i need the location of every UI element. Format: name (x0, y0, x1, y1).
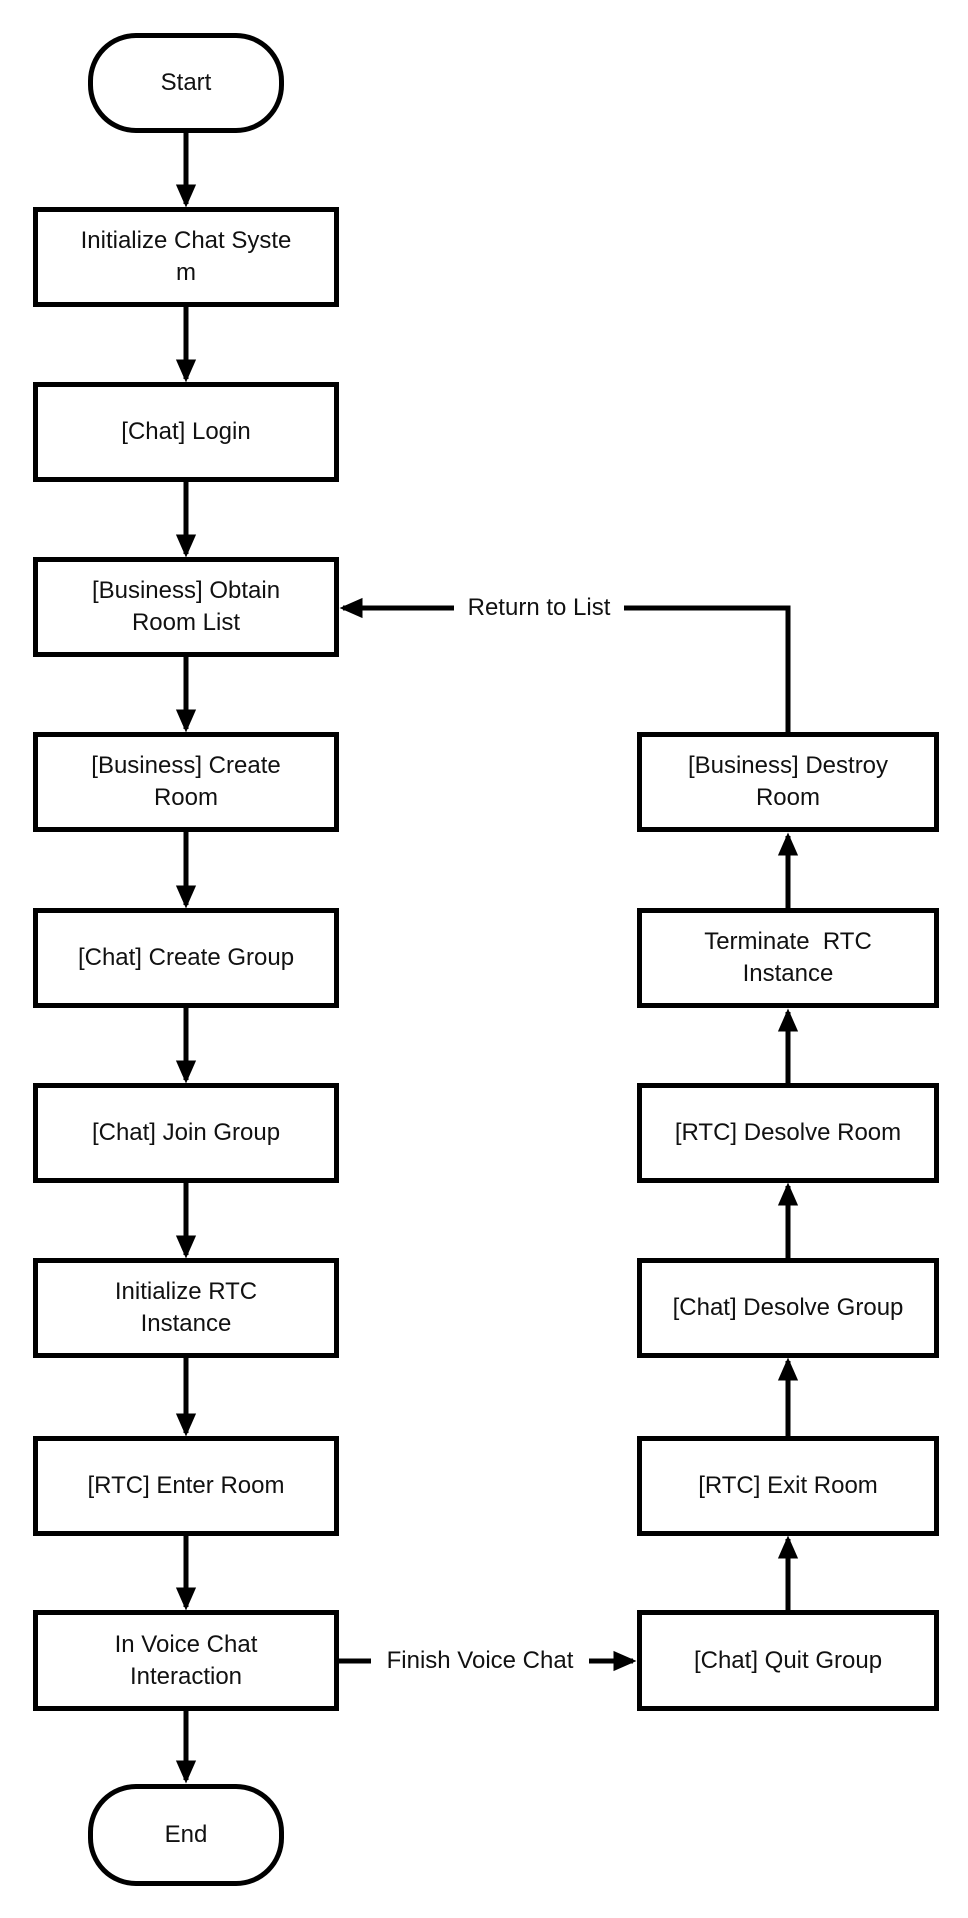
node-start-label: Start (160, 69, 212, 97)
node-chat-login-label: [Chat] Login (121, 418, 251, 446)
node-chat-desolve-group-label: [Chat] Desolve Group (672, 1294, 904, 1322)
node-terminate-rtc-instance: Terminate RTC Instance (637, 908, 939, 1008)
node-rtc-exit-room-label: [RTC] Exit Room (698, 1472, 878, 1500)
node-rtc-desolve-room: [RTC] Desolve Room (637, 1083, 939, 1183)
node-end: End (88, 1784, 284, 1886)
edge-label-return-to-list: Return to List (454, 593, 624, 623)
node-business-destroy-room-label: [Business] Destroy Room (687, 752, 889, 811)
node-initialize-rtc-instance-label: Initialize RTC Instance (114, 1278, 258, 1337)
node-start: Start (88, 33, 284, 133)
node-in-voice-chat-interaction-label: In Voice Chat Interaction (114, 1630, 258, 1690)
node-initialize-rtc-instance: Initialize RTC Instance (33, 1258, 339, 1358)
node-rtc-enter-room-label: [RTC] Enter Room (87, 1472, 285, 1500)
node-end-label: End (164, 1821, 208, 1849)
node-chat-quit-group-label: [Chat] Quit Group (693, 1646, 883, 1674)
node-in-voice-chat-interaction: In Voice Chat Interaction (33, 1610, 339, 1711)
node-rtc-enter-room: [RTC] Enter Room (33, 1436, 339, 1536)
node-initialize-chat-system: Initialize Chat Syste m (33, 207, 339, 307)
edge-label-finish-voice-chat: Finish Voice Chat (371, 1646, 589, 1676)
node-terminate-rtc-instance-label: Terminate RTC Instance (704, 928, 872, 987)
node-business-obtain-room-list: [Business] Obtain Room List (33, 557, 339, 657)
edge-destroy-room-to-obtain-room-list (339, 597, 791, 732)
node-business-destroy-room: [Business] Destroy Room (637, 732, 939, 832)
node-initialize-chat-system-label: Initialize Chat Syste m (80, 227, 292, 286)
node-chat-join-group: [Chat] Join Group (33, 1083, 339, 1183)
node-chat-create-group: [Chat] Create Group (33, 908, 339, 1008)
node-business-create-room: [Business] Create Room (33, 732, 339, 832)
node-rtc-exit-room: [RTC] Exit Room (637, 1436, 939, 1536)
node-chat-join-group-label: [Chat] Join Group (91, 1119, 281, 1147)
node-chat-quit-group: [Chat] Quit Group (637, 1610, 939, 1711)
node-business-obtain-room-list-label: [Business] Obtain Room List (91, 577, 281, 636)
node-chat-login: [Chat] Login (33, 382, 339, 482)
node-rtc-desolve-room-label: [RTC] Desolve Room (674, 1119, 902, 1147)
node-business-create-room-label: [Business] Create Room (91, 752, 281, 811)
node-chat-create-group-label: [Chat] Create Group (77, 944, 295, 972)
node-chat-desolve-group: [Chat] Desolve Group (637, 1258, 939, 1358)
